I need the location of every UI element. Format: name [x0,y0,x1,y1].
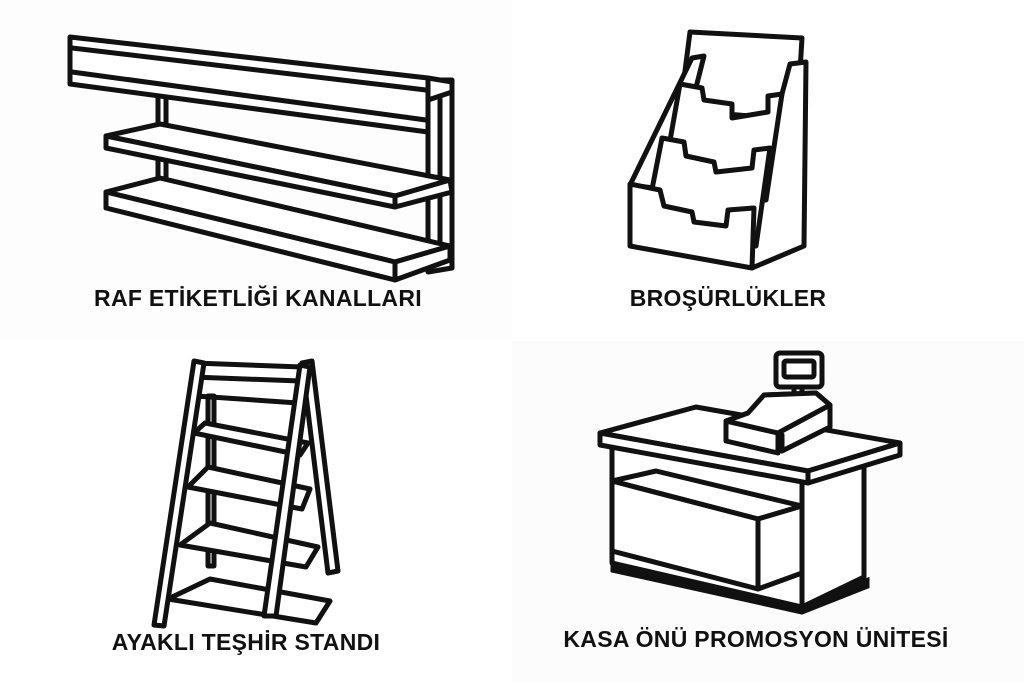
a-frame-display-stand-icon [151,358,341,629]
label-standing-display: AYAKLI TEŞHİR STANDI [111,629,381,655]
panel-brochure-holders: BROŞÜRLÜKLER [512,0,1024,341]
panel-shelf-label-channels: RAF ETİKETLİĞİ KANALLARI [0,0,512,341]
label-shelf-label-channels: RAF ETİKETLİĞİ KANALLARI [94,285,422,311]
label-checkout-promo-unit: KASA ÖNÜ PROMOSYON ÜNİTESİ [563,626,949,652]
panel-checkout-promo-unit: KASA ÖNÜ PROMOSYON ÜNİTESİ [512,341,1024,682]
tiered-brochure-holder-icon [627,29,809,271]
panel-standing-display: AYAKLI TEŞHİR STANDI [0,341,512,682]
wall-shelf-with-label-channel-icon [67,34,455,283]
checkout-counter-with-register-icon [597,350,903,615]
label-brochure-holders: BROŞÜRLÜKLER [629,285,827,311]
